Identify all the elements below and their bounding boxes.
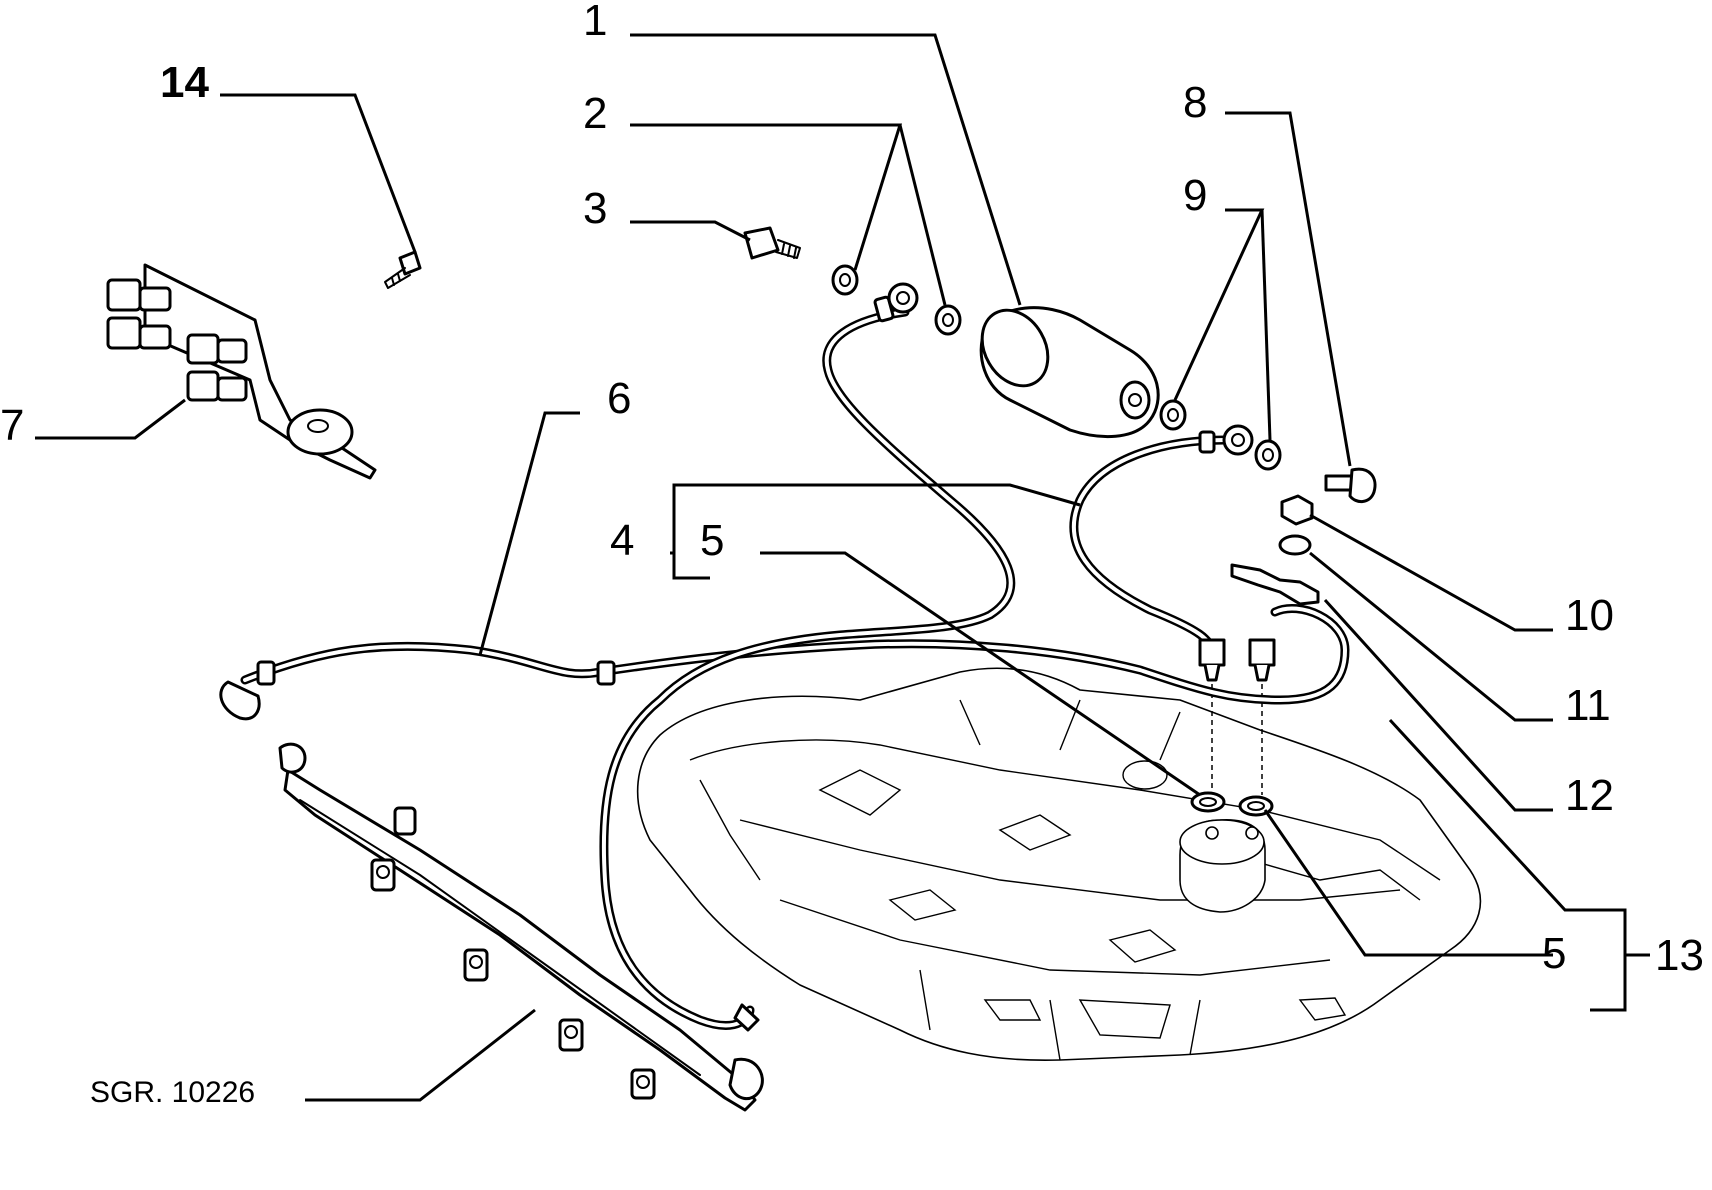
washer — [1278, 534, 1312, 556]
sealing-washer — [1254, 439, 1282, 471]
callout-13: 13 — [1655, 931, 1704, 980]
drawing-reference: SGR. 10226 — [90, 1076, 255, 1109]
callout-5-right: 5 — [1542, 929, 1566, 978]
callout-5-left: 5 — [700, 516, 724, 565]
callout-1: 1 — [583, 0, 607, 45]
tank-seal — [1190, 791, 1226, 813]
nut — [1280, 494, 1314, 526]
fuel-tank — [636, 667, 1482, 1062]
callout-3: 3 — [583, 184, 607, 233]
sealing-washer — [1159, 399, 1187, 431]
sealing-washer — [934, 304, 962, 336]
sealing-washer — [831, 264, 859, 296]
fuel-rail — [278, 742, 764, 1112]
mounting-bracket — [1230, 563, 1320, 606]
callout-2: 2 — [583, 89, 607, 138]
callout-4: 4 — [610, 516, 634, 565]
callout-12: 12 — [1565, 771, 1614, 820]
screw — [384, 250, 422, 289]
callout-9: 9 — [1183, 171, 1207, 220]
callout-6: 6 — [607, 374, 631, 423]
callout-labels: 1 2 3 4 5 5 6 7 8 9 10 11 12 13 14 SGR. … — [0, 0, 1704, 1109]
tank-seal — [1238, 795, 1274, 817]
callout-14: 14 — [160, 58, 209, 107]
fuel-hoses — [219, 282, 1350, 1032]
leader-lines — [35, 33, 1650, 1102]
callout-7: 7 — [0, 401, 24, 450]
callout-8: 8 — [1183, 78, 1207, 127]
callout-10: 10 — [1565, 591, 1614, 640]
bolt — [1324, 467, 1377, 503]
fuel-filter — [979, 306, 1160, 439]
callout-11: 11 — [1565, 681, 1611, 730]
hose-clip-bracket — [106, 263, 377, 480]
banjo-bolt — [743, 226, 801, 260]
